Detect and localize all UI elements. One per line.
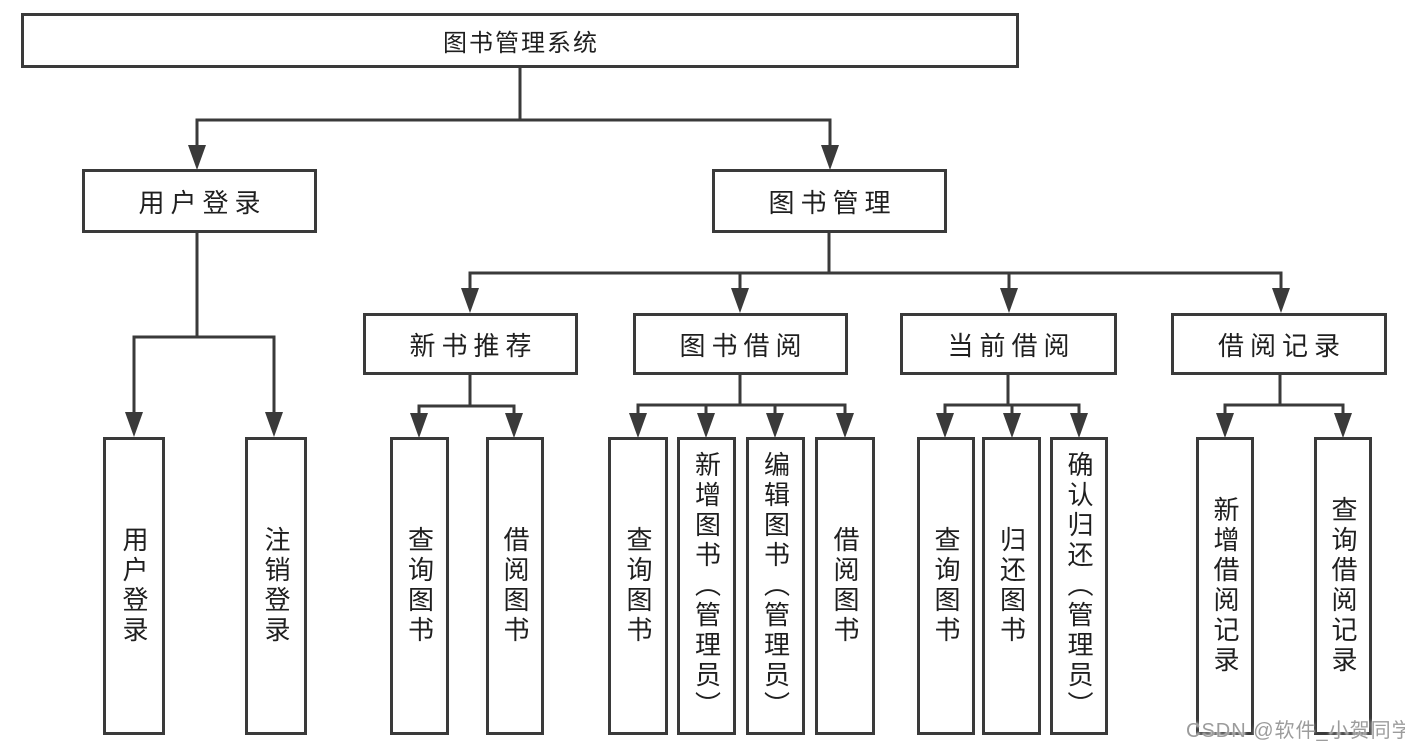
csdn-watermark: CSDN @软件_小贺同学 bbox=[1186, 720, 1405, 742]
node-book-management: 图书管理 bbox=[712, 169, 947, 233]
arrowhead-group bbox=[125, 145, 1352, 438]
leaf-return-books: 归还图书 bbox=[982, 437, 1041, 735]
leaf-borrow-books: 借阅图书 bbox=[815, 437, 875, 735]
arrowhead bbox=[936, 413, 954, 438]
arrowhead bbox=[766, 413, 784, 438]
leaf-query-books-current: 查询图书 bbox=[917, 437, 975, 735]
leaf-add-borrow-record: 新增借阅记录 bbox=[1196, 437, 1254, 735]
arrowhead bbox=[836, 413, 854, 438]
arrowhead bbox=[188, 145, 206, 170]
arrowhead bbox=[821, 145, 839, 170]
leaf-query-books-recommend: 查询图书 bbox=[390, 437, 449, 735]
node-borrowing-records: 借阅记录 bbox=[1171, 313, 1387, 375]
leaf-borrow-books-recommend: 借阅图书 bbox=[486, 437, 544, 735]
arrowhead bbox=[125, 412, 143, 437]
leaf-logout: 注销登录 bbox=[245, 437, 307, 735]
leaf-add-books-admin: 新增图书（管理员） bbox=[677, 437, 736, 735]
arrowhead bbox=[1272, 288, 1290, 313]
arrowhead bbox=[265, 412, 283, 437]
arrowhead bbox=[1003, 413, 1021, 438]
arrowhead bbox=[505, 413, 523, 438]
connector-group bbox=[132, 67, 1345, 414]
arrowhead bbox=[1216, 413, 1234, 438]
arrowhead bbox=[1000, 288, 1018, 313]
arrowhead bbox=[629, 413, 647, 438]
node-current-borrowing: 当前借阅 bbox=[900, 313, 1117, 375]
leaf-edit-books-admin: 编辑图书（管理员） bbox=[746, 437, 805, 735]
arrowhead bbox=[1070, 413, 1088, 438]
leaf-query-books-borrowing: 查询图书 bbox=[608, 437, 668, 735]
arrowhead bbox=[1334, 413, 1352, 438]
leaf-query-borrow-record: 查询借阅记录 bbox=[1314, 437, 1372, 735]
arrowhead bbox=[410, 413, 428, 438]
leaf-user-login: 用户登录 bbox=[103, 437, 165, 735]
node-user-login: 用户登录 bbox=[82, 169, 317, 233]
node-new-book-recommend: 新书推荐 bbox=[363, 313, 578, 375]
arrowhead bbox=[731, 288, 749, 313]
node-root-system: 图书管理系统 bbox=[21, 13, 1019, 68]
arrowhead bbox=[697, 413, 715, 438]
node-book-borrowing: 图书借阅 bbox=[633, 313, 848, 375]
arrowhead bbox=[461, 288, 479, 313]
leaf-confirm-return-admin: 确认归还（管理员） bbox=[1050, 437, 1108, 735]
